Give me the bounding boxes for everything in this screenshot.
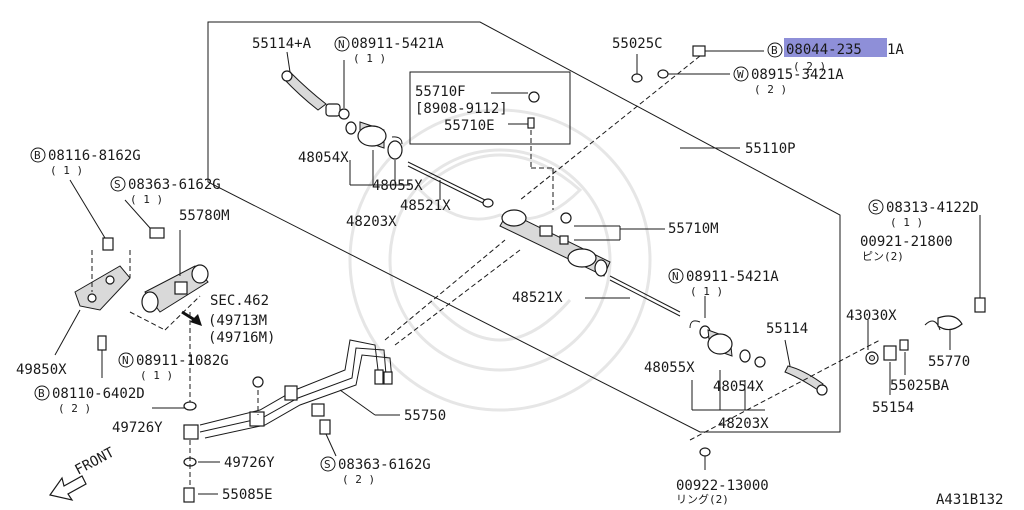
qty-08116: ( 1 )	[50, 164, 83, 177]
label-55770: 55770	[928, 354, 970, 370]
label-48521x-top: 48521X	[400, 198, 451, 214]
label-49713m: (49713M	[208, 313, 267, 329]
label-sec462: SEC.462	[210, 293, 269, 309]
label-08313-4122d: 08313-4122D	[886, 200, 979, 216]
boot-48203x-top	[345, 121, 403, 160]
label-08116-8162g: 08116-8162G	[48, 148, 141, 164]
label-08915-3421a: 08915-3421A	[751, 67, 844, 83]
label-55780m: 55780M	[179, 208, 230, 224]
label-08110-6402d: 08110-6402D	[52, 386, 145, 402]
inset-box	[409, 71, 571, 145]
label-00921-21800: 00921-21800	[860, 234, 953, 250]
label-front: FRONT	[72, 444, 117, 478]
label-00921-sub: ピン(2)	[862, 250, 904, 263]
label-00922-13000: 00922-13000	[676, 478, 769, 494]
label-55710f: 55710F	[415, 84, 466, 100]
qty-08363-bottom: ( 2 )	[342, 473, 375, 486]
qty-08911-5421a-mid: ( 1 )	[690, 285, 723, 298]
qty-08044: ( 2 )	[793, 60, 826, 73]
label-00922-sub: リング(2)	[676, 492, 729, 506]
marker-s: S	[872, 201, 879, 214]
marker-s: S	[324, 458, 331, 471]
marker-s: S	[114, 178, 121, 191]
qty-08915: ( 2 )	[754, 83, 787, 96]
label-49716m: (49716M)	[208, 330, 275, 346]
label-08911-1082g: 08911-1082G	[136, 353, 229, 369]
label-08911-5421a-top: 08911-5421A	[351, 36, 444, 52]
labels: 55114+A N 08911-5421A ( 1 ) 48054X 48055…	[16, 36, 1003, 508]
label-08911-5421a-mid: 08911-5421A	[686, 269, 779, 285]
label-48054x-top: 48054X	[298, 150, 349, 166]
label-55710m: 55710M	[668, 221, 719, 237]
marker-b: B	[38, 387, 45, 400]
tubes-55750	[199, 339, 393, 439]
diagram-id: A431B132	[936, 492, 1003, 508]
gearbox-body	[499, 209, 611, 277]
marker-b: B	[34, 149, 41, 162]
bracket-49850x	[74, 237, 131, 351]
label-48203x-top: 48203X	[346, 214, 397, 230]
label-55114: 55114	[766, 321, 808, 337]
inner-rod-top	[407, 161, 486, 201]
qty-08911-5421a-top: ( 1 )	[353, 52, 386, 65]
label-48055x-bottom: 48055X	[644, 360, 695, 376]
marker-n: N	[672, 270, 679, 283]
label-48203x-bottom: 48203X	[718, 416, 769, 432]
qty-08911-1082g: ( 1 )	[140, 369, 173, 382]
hose-55114	[784, 365, 824, 391]
label-08363-6162g-top: 08363-6162G	[128, 177, 221, 193]
label-48521x-mid: 48521X	[512, 290, 563, 306]
marker-n: N	[122, 354, 129, 367]
watermark	[348, 108, 652, 412]
inner-rod-mid	[609, 275, 681, 313]
label-55085e: 55085E	[222, 487, 273, 503]
label-08044-2351a[interactable]: 08044-235	[786, 42, 862, 58]
qty-08313: ( 1 )	[890, 216, 923, 229]
hose-55114a	[282, 71, 327, 111]
label-55025ba: 55025BA	[890, 378, 950, 394]
label-55110p: 55110P	[745, 141, 796, 157]
label-49726y-left: 49726Y	[112, 420, 163, 436]
label-55114a: 55114+A	[252, 36, 312, 52]
label-08044-suffix: 1A	[887, 42, 904, 58]
qty-08363-top: ( 1 )	[130, 193, 163, 206]
label-55025c: 55025C	[612, 36, 663, 52]
label-43030x: 43030X	[846, 308, 897, 324]
label-55154: 55154	[872, 400, 914, 416]
label-48054x-bottom: 48054X	[713, 379, 764, 395]
label-08363-6162g-bottom: 08363-6162G	[338, 457, 431, 473]
front-arrow	[48, 475, 87, 501]
highlight-08044	[784, 38, 887, 57]
qty-08110: ( 2 )	[58, 402, 91, 415]
assembly-outline	[207, 21, 841, 433]
label-49850x: 49850X	[16, 362, 67, 378]
label-55750: 55750	[404, 408, 446, 424]
marker-w: W	[737, 68, 744, 81]
valve-55780m	[141, 264, 209, 313]
label-49726y-right: 49726Y	[224, 455, 275, 471]
marker-b: B	[771, 44, 778, 57]
label-55710f-range: [8908-9112]	[415, 101, 508, 117]
label-48055x-top: 48055X	[372, 178, 423, 194]
boot-48203x-bottom	[689, 320, 751, 363]
marker-n: N	[338, 38, 345, 51]
label-55710e: 55710E	[444, 118, 495, 134]
